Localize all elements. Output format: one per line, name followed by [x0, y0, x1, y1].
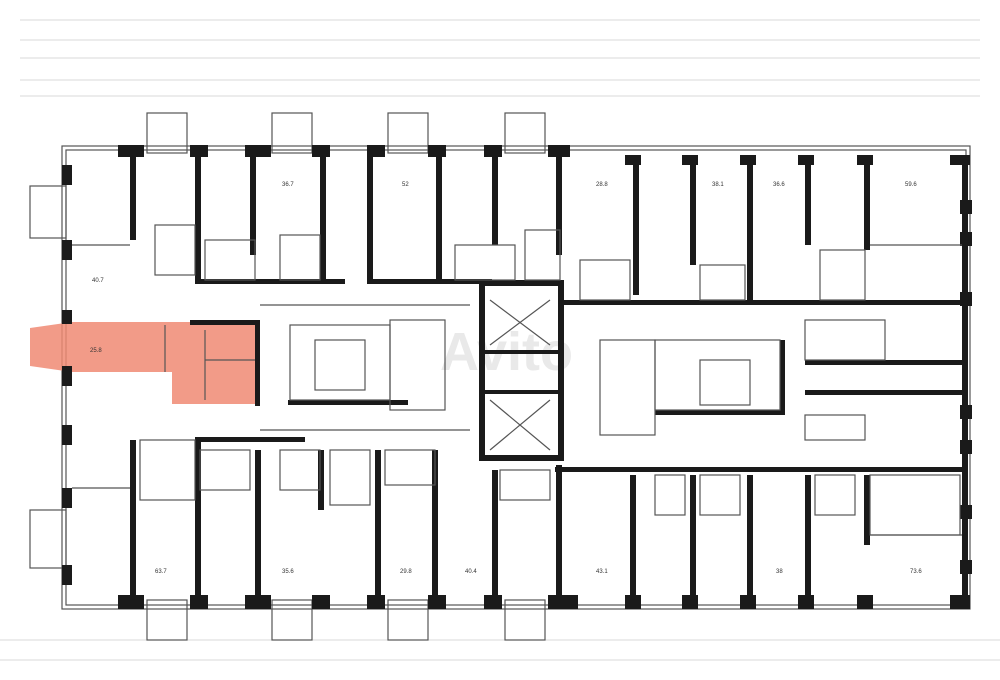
unit-area-u-bottom-1: 63.7 — [155, 569, 167, 575]
balconies — [29, 112, 546, 641]
selected-apartment-highlight — [30, 322, 258, 404]
unit-area-u-top-right-1: 28.8 — [596, 182, 608, 188]
unit-area-u-bottom-6: 38 — [776, 569, 783, 575]
unit-area-u-bottom-3: 29.8 — [400, 569, 412, 575]
unit-area-u-top-2: 36.7 — [282, 182, 294, 188]
unit-area-u-bottom-5: 43.1 — [596, 569, 608, 575]
unit-area-u-top-right-3: 36.6 — [773, 182, 785, 188]
unit-area-u-bottom-2: 35.6 — [282, 569, 294, 575]
unit-area-u-selected: 25.8 — [90, 348, 102, 354]
unit-area-u-top-3: 52 — [402, 182, 409, 188]
unit-area-u-top-right-4: 59.6 — [905, 182, 917, 188]
unit-area-u-top-left: 40.7 — [92, 278, 104, 284]
interior-lines — [72, 224, 962, 536]
walls — [62, 145, 972, 609]
unit-area-labels: 40.7 25.8 36.7 52 28.8 38.1 36.6 59.6 63… — [90, 182, 922, 575]
unit-area-u-bottom-4: 40.4 — [465, 569, 477, 575]
unit-area-u-top-right-2: 38.1 — [712, 182, 724, 188]
unit-area-u-bottom-7: 73.6 — [910, 569, 922, 575]
